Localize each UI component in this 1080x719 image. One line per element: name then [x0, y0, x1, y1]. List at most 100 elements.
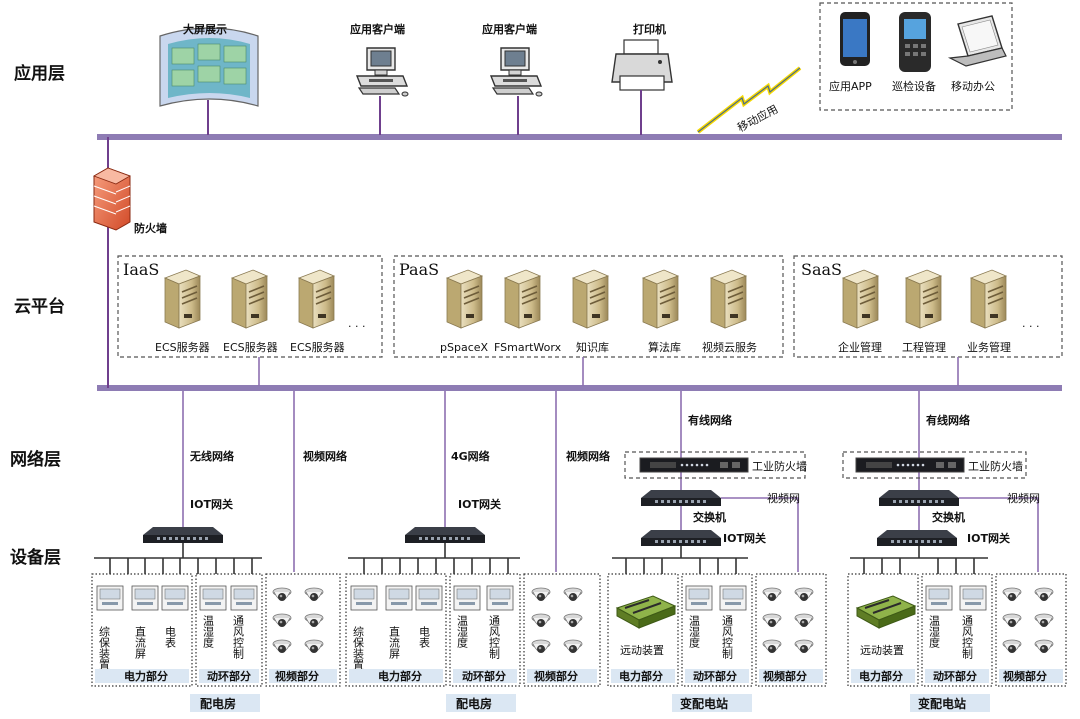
paas-server-label: 算法库 [648, 340, 681, 354]
temp-humidity-icon [925, 585, 953, 611]
wireless-network-label: 无线网络 [189, 449, 234, 463]
client-label-1: 应用客户端 [350, 22, 405, 36]
camera-icon [1002, 613, 1022, 628]
saas-server-label: 业务管理 [967, 340, 1011, 354]
saas-title: SaaS [801, 260, 842, 279]
server-icon [446, 269, 483, 329]
saas-server-label: 工程管理 [902, 340, 946, 354]
camera-icon [531, 639, 551, 654]
camera-icon [531, 587, 551, 602]
camera-icon [272, 613, 292, 628]
4g-network-label: 4G网络 [451, 449, 490, 463]
ventilation-icon [959, 585, 987, 611]
power-section-label: 电力部分 [859, 669, 903, 683]
iot-gateway-label: IOT网关 [458, 497, 501, 511]
mobile-devices-box [819, 2, 1013, 111]
switch-label: 交换机 [932, 510, 965, 524]
iaas-box [117, 255, 383, 358]
video-section-label: 视频部分 [275, 669, 319, 683]
camera-icon [272, 587, 292, 602]
server-icon [842, 269, 879, 329]
video-section-label: 视频部分 [534, 669, 578, 683]
meter-icon [161, 585, 189, 611]
patrol-device-icon [899, 12, 931, 72]
temp-humidity-icon [685, 585, 713, 611]
camera-icon [304, 587, 324, 602]
camera-icon [1034, 587, 1054, 602]
camera-icon [762, 639, 782, 654]
mobile-app-link-label: 移动应用 [735, 102, 780, 135]
server-icon [298, 269, 335, 329]
industrial-firewall-icon [855, 457, 965, 473]
patrol-device-label: 巡检设备 [892, 79, 936, 93]
camera-icon [563, 613, 583, 628]
iaas-server-label: ECS服务器 [223, 341, 278, 354]
server-icon [572, 269, 609, 329]
relay-label-1: 综保装置 [98, 625, 111, 670]
iaas-title: IaaS [123, 260, 159, 279]
client-computer-icon [490, 47, 543, 97]
env-section-label: 动环部分 [207, 669, 251, 683]
switch-icon [641, 490, 721, 506]
ventilation-icon [486, 585, 514, 611]
camera-icon [304, 639, 324, 654]
temp-label-2: 温湿度 [456, 615, 469, 649]
video-network-label: 视频网络 [303, 449, 347, 463]
ventilation-icon [230, 585, 258, 611]
saas-more: . . . [1022, 317, 1039, 330]
server-icon [642, 269, 679, 329]
industrial-firewall-label: 工业防火墙 [968, 459, 1023, 473]
meter-label-1: 电表 [164, 626, 177, 649]
iot-gateway-label: IOT网关 [723, 531, 766, 545]
video-section-label: 视频部分 [763, 669, 807, 683]
relay-label-2: 综保装置 [352, 625, 365, 670]
env-section-label: 动环部分 [933, 669, 977, 683]
camera-icon [1034, 613, 1054, 628]
layer-cloud: 云平台 [14, 296, 65, 317]
paas-server-label: pSpaceX [440, 341, 489, 354]
camera-icon [1034, 639, 1054, 654]
remote-unit-icon [616, 595, 676, 629]
iot-gateway-icon [143, 527, 223, 543]
remote-label-3: 远动装置 [620, 644, 664, 657]
iot-gateway-icon [877, 530, 957, 546]
vent-label-2: 通风控制 [488, 615, 501, 659]
vent-label-1: 通风控制 [232, 615, 245, 659]
server-icon [710, 269, 747, 329]
saas-server-label: 企业管理 [838, 340, 882, 354]
dc-panel-icon [131, 585, 159, 611]
temp-humidity-icon [199, 585, 227, 611]
dc-label-1: 直流屏 [134, 625, 147, 660]
camera-icon [1002, 639, 1022, 654]
firewall-label: 防火墙 [134, 221, 167, 235]
layer-device: 设备层 [10, 547, 61, 568]
dc-panel-icon [385, 585, 413, 611]
wired-network-label: 有线网络 [926, 413, 970, 427]
phone-icon [840, 12, 870, 66]
site-label: 变配电站 [918, 696, 966, 711]
camera-icon [794, 587, 814, 602]
camera-icon [563, 587, 583, 602]
temp-humidity-icon [453, 585, 481, 611]
temp-label-1: 温湿度 [202, 615, 215, 649]
camera-icon [794, 613, 814, 628]
meter-icon [415, 585, 443, 611]
site-label: 配电房 [456, 696, 492, 711]
big-screen-icon [159, 27, 259, 107]
site-label: 配电房 [200, 696, 236, 711]
camera-icon [762, 613, 782, 628]
mobile-office-label: 移动办公 [951, 80, 995, 93]
industrial-firewall-box [842, 451, 1027, 479]
layer-network: 网络层 [10, 449, 61, 470]
site-label: 变配电站 [680, 696, 728, 711]
iot-gateway-label: IOT网关 [967, 531, 1010, 545]
wired-network-label: 有线网络 [688, 413, 732, 427]
industrial-firewall-icon [639, 457, 749, 473]
laptop-icon [947, 15, 1007, 67]
server-icon [504, 269, 541, 329]
camera-icon [794, 639, 814, 654]
paas-server-label: FSmartWorx [494, 341, 562, 354]
video-network-label: 视频网络 [566, 449, 610, 463]
power-section-label: 电力部分 [619, 669, 663, 683]
big-screen-label: 大屏展示 [183, 22, 227, 36]
